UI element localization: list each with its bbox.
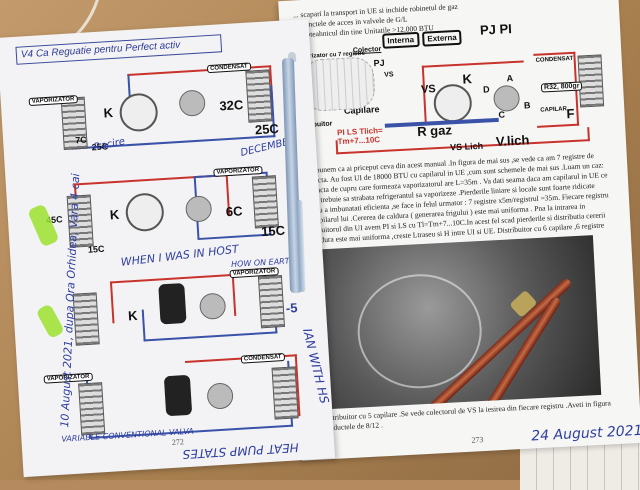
right-book-page: ... scapari la transport in UE si inchid…	[278, 0, 640, 461]
evaporator-coil	[251, 175, 279, 229]
c-label: C	[498, 109, 506, 120]
k-label: K	[109, 206, 120, 223]
page-number-273: 273	[471, 435, 484, 445]
k-label: K	[127, 307, 138, 324]
v-lich-label: V.lich	[495, 132, 530, 150]
temp-15c: 15C	[87, 243, 105, 255]
temp-minus-5: -5	[285, 300, 298, 316]
page-number-272: 272	[171, 437, 185, 447]
externa-label: Externa	[421, 29, 463, 47]
temp-32c: 32C	[218, 97, 244, 114]
temp-6c: 6C	[225, 203, 243, 220]
condenser-coil	[271, 366, 299, 420]
k-label: K	[462, 71, 473, 87]
blue-pipe	[68, 85, 276, 150]
f-label: F	[566, 105, 575, 122]
pj-pi-label: PJ PI	[479, 21, 513, 38]
diagram-heating-2: K VAPORIZATOR 45C 15C 6C 15C	[23, 160, 298, 264]
temp-25c-out: 25C	[254, 120, 280, 138]
condenser-coil	[577, 54, 605, 108]
temp-15c-out: 15C	[260, 222, 286, 240]
vs-valve-label: VS	[420, 83, 437, 96]
interna-label: Interna	[382, 31, 420, 49]
condenser-coil	[245, 69, 273, 123]
vs-lich-label: VS Lich	[449, 140, 484, 153]
rotary-compressor	[163, 374, 193, 417]
handwritten-date: 24 August 2021	[530, 422, 640, 445]
temp-7c: 7C	[74, 134, 88, 146]
evaporator-coil	[257, 274, 286, 329]
evaporator-coil	[78, 382, 106, 436]
k-label: K	[103, 104, 114, 121]
body-paragraph: Presupunem ca ai priceput ceva din acest…	[298, 150, 609, 248]
d-label: D	[482, 84, 490, 95]
distributor-pipes-photo	[313, 235, 602, 410]
a-label: A	[506, 73, 514, 84]
diagram-cooling-1: K VAPORIZATOR CONDENSAT 7C 25C 32C 25C	[17, 54, 292, 158]
rotary-compressor	[158, 282, 187, 325]
vs-label-left: VS	[384, 71, 394, 79]
pj-label: PJ	[373, 57, 385, 69]
b-label: B	[523, 100, 531, 111]
